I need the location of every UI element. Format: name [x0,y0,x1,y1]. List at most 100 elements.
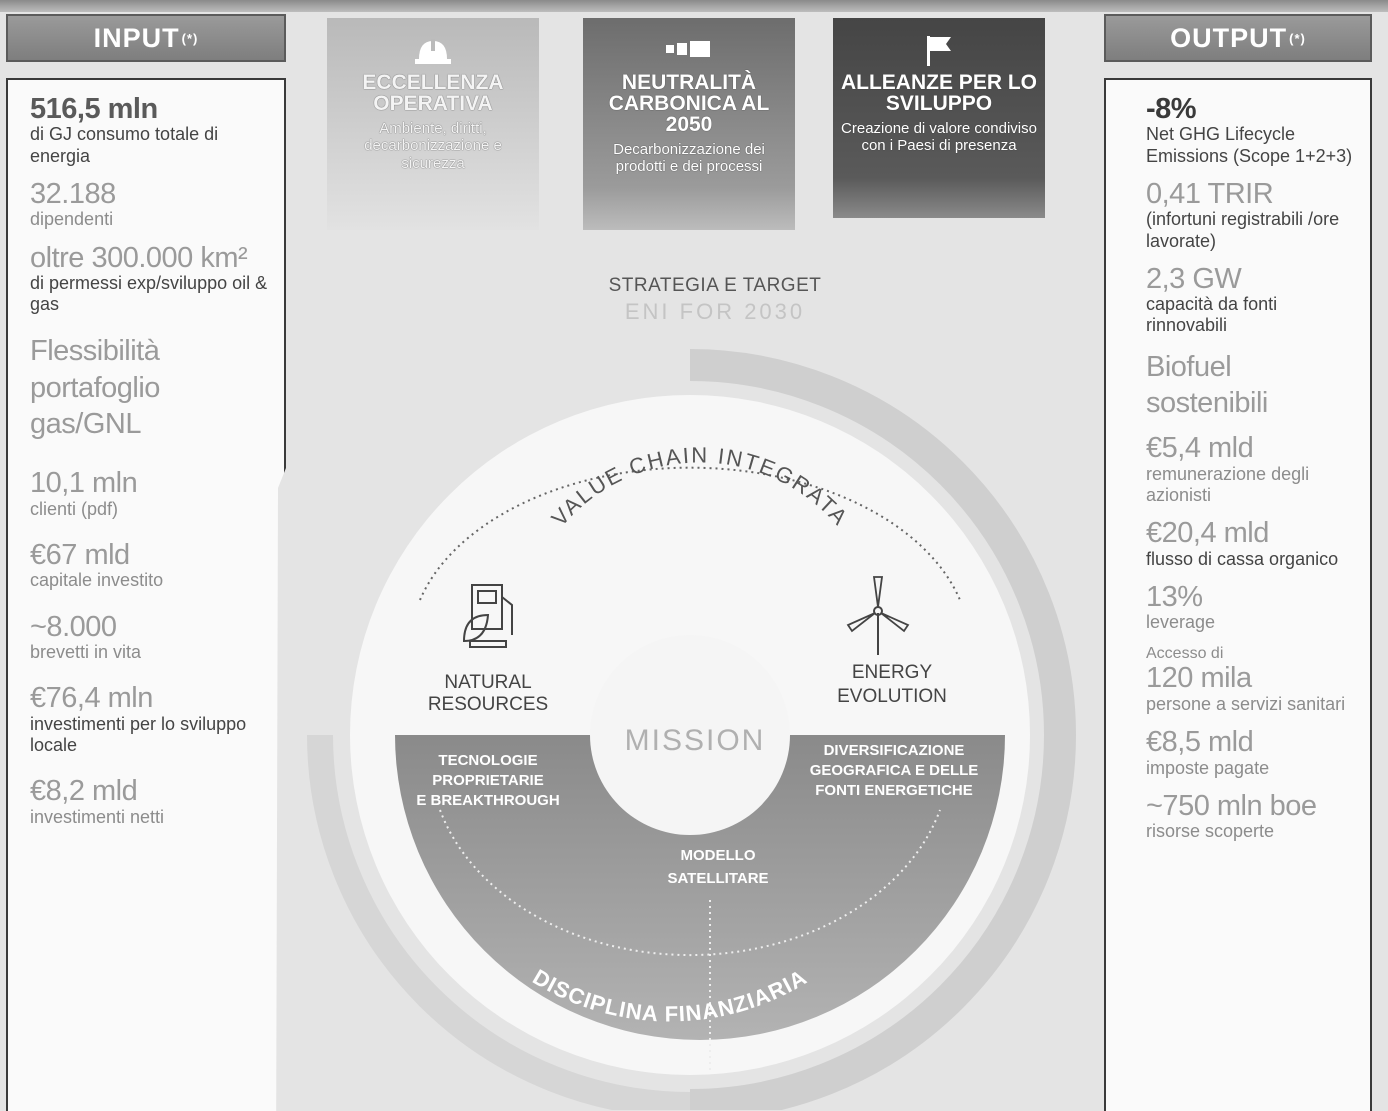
output-item-prefix: Accesso di [1146,645,1224,663]
modello-line2: SATELLITARE [667,870,768,887]
energy-evolution-line2: EVOLUTION [837,686,947,707]
output-item-value: €5,4 mld [1146,432,1254,465]
output-item-value: ~750 mln boe [1146,789,1317,822]
input-item: Flessibilità portafoglio gas/GNL [30,333,200,442]
battery-icon [583,32,795,70]
output-item-label: Net GHG Lifecycle Emissions (Scope 1+2+3… [1146,124,1353,166]
output-list: -8% Net GHG Lifecycle Emissions (Scope 1… [1104,78,1372,1111]
input-item-label: brevetti in vita [30,642,142,663]
lower-half [395,735,1005,1040]
output-item-value: 13% [1146,580,1203,613]
input-item-value: Flessibilità portafoglio gas/GNL [30,335,160,440]
inner-dotted-arc [439,809,941,957]
output-item: €20,4 mld flusso di cassa organico [1146,518,1356,570]
modello-line1: MODELLO [681,847,756,864]
input-item: €67 mld capitale investito [30,540,270,592]
output-item-label: flusso di cassa organico [1146,548,1339,569]
output-item: 0,41 TRIR (infortuni registrabili /ore l… [1146,177,1356,252]
output-item-value: Biofuel sostenibili [1146,350,1268,419]
input-item-label: capitale investito [30,570,164,591]
mission-diagram: MISSION VALUE CHAIN INTEGRATA NATURAL RE… [300,340,1080,1111]
pillar-description: Creazione di valore condiviso con i Paes… [841,120,1037,155]
input-item: 10,1 mln clienti (pdf) [30,468,270,520]
output-item: €8,5 mld imposte pagate [1146,727,1356,779]
input-item-value: 10,1 mln [30,467,138,500]
output-item: Biofuel sostenibili [1146,349,1356,422]
output-item: Accesso di 120 mila persone a servizi sa… [1146,645,1356,715]
output-item: €5,4 mld remunerazione degli azionisti [1146,433,1356,506]
input-item-value: oltre 300.000 km² [30,241,248,274]
input-item-label: di permessi exp/sviluppo oil & gas [30,273,268,315]
pillar-title: NEUTRALITÀ CARBONICA AL 2050 [608,71,770,136]
input-item-value: €76,4 mln [30,682,153,715]
input-item: €76,4 mln investimenti per lo sviluppo l… [30,683,270,756]
strategy-subtitle: ENI FOR 2030 [624,299,806,324]
output-item: ~750 mln boe risorse scoperte [1146,789,1356,843]
flag-icon [833,32,1045,70]
input-item-label: clienti (pdf) [30,498,119,519]
top-banner-strip [0,0,1388,12]
output-header-note: (*) [1289,30,1306,46]
output-item-label: remunerazione degli azionisti [1146,463,1310,505]
input-item: €8,2 mld investimenti netti [30,776,270,828]
input-item-label: di GJ consumo totale di energia [30,124,219,166]
input-column: INPUT(*) 516,5 mln di GJ consumo totale … [6,14,286,1111]
strategy-heading: STRATEGIA E TARGET ENI FOR 2030 [540,275,890,325]
input-list: 516,5 mln di GJ consumo totale di energi… [6,78,286,1111]
diversificazione-line1: DIVERSIFICAZIONE [824,742,965,759]
natural-resources-line1: NATURAL [444,672,531,693]
input-item-value: €67 mld [30,538,130,571]
output-item-label: leverage [1146,612,1216,633]
diversificazione-line2: GEOGRAFICA E DELLE [810,762,979,779]
output-item-label: capacità da fonti rinnovabili [1146,294,1278,336]
input-item-label: investimenti netti [30,806,165,827]
pillar-title: ECCELLENZA OPERATIVA [362,71,504,115]
outer-ring-left [307,734,691,1111]
tecnologie-line3: E BREAKTHROUGH [416,792,559,809]
input-item-label: dipendenti [30,209,114,230]
output-column: OUTPUT(*) -8% Net GHG Lifecycle Emission… [1104,14,1372,1111]
pillar-description: Ambiente, diritti, decarbonizzazione e s… [364,120,502,172]
output-item-value: 120 mila [1146,662,1252,695]
output-item-value: 2,3 GW [1146,262,1242,295]
output-item-value: €8,5 mld [1146,726,1254,759]
pillar-description: Decarbonizzazione dei prodotti e dei pro… [613,141,765,176]
output-item-label: persone a servizi sanitari [1146,693,1346,714]
input-item: oltre 300.000 km² di permessi exp/svilup… [30,243,270,316]
input-header: INPUT(*) [6,14,286,62]
input-item-value: €8,2 mld [30,775,138,808]
output-header: OUTPUT(*) [1104,14,1372,62]
fuel-pump-leaf-icon [462,584,513,648]
pillar-alleanze-sviluppo: ALLEANZE PER LO SVILUPPO Creazione di va… [833,18,1045,218]
strategy-title: STRATEGIA E TARGET [608,275,822,296]
input-item-label: investimenti per lo sviluppo locale [30,713,247,755]
output-item-value: 0,41 TRIR [1146,177,1274,210]
output-item-label: imposte pagate [1146,757,1270,778]
wind-turbine-icon [846,576,910,655]
output-header-label: OUTPUT [1170,22,1288,53]
natural-resources-line2: RESOURCES [428,694,548,715]
tecnologie-line1: TECNOLOGIE [438,752,537,769]
input-item-value: 32.188 [30,177,116,210]
outer-ring-right [689,349,1077,1111]
mission-hub [590,635,790,835]
output-item: 13% leverage [1146,580,1356,634]
input-item-value: ~8.000 [30,610,117,643]
pillar-neutralita-carbonica: NEUTRALITÀ CARBONICA AL 2050 Decarbonizz… [583,18,795,230]
output-item-label: (infortuni registrabili /ore lavorate) [1146,209,1340,251]
energy-evolution-line1: ENERGY [852,662,933,683]
output-item-value: €20,4 mld [1146,517,1269,550]
pillar-title: ALLEANZE PER LO SVILUPPO [840,71,1037,115]
output-item: -8% Net GHG Lifecycle Emissions (Scope 1… [1146,94,1356,167]
input-item: 32.188 dipendenti [30,179,270,231]
output-item-label: risorse scoperte [1146,821,1275,842]
tecnologie-line2: PROPRIETARIE [432,772,543,789]
pillar-eccellenza-operativa: ECCELLENZA OPERATIVA Ambiente, diritti, … [327,18,539,230]
input-header-label: INPUT [93,22,180,53]
input-item: ~8.000 brevetti in vita [30,612,270,664]
input-item-value: 516,5 mln [30,93,158,125]
input-item: 516,5 mln di GJ consumo totale di energi… [30,94,270,167]
helmet-icon [327,32,539,70]
input-header-note: (*) [181,30,199,46]
mission-label: MISSION [625,724,766,757]
